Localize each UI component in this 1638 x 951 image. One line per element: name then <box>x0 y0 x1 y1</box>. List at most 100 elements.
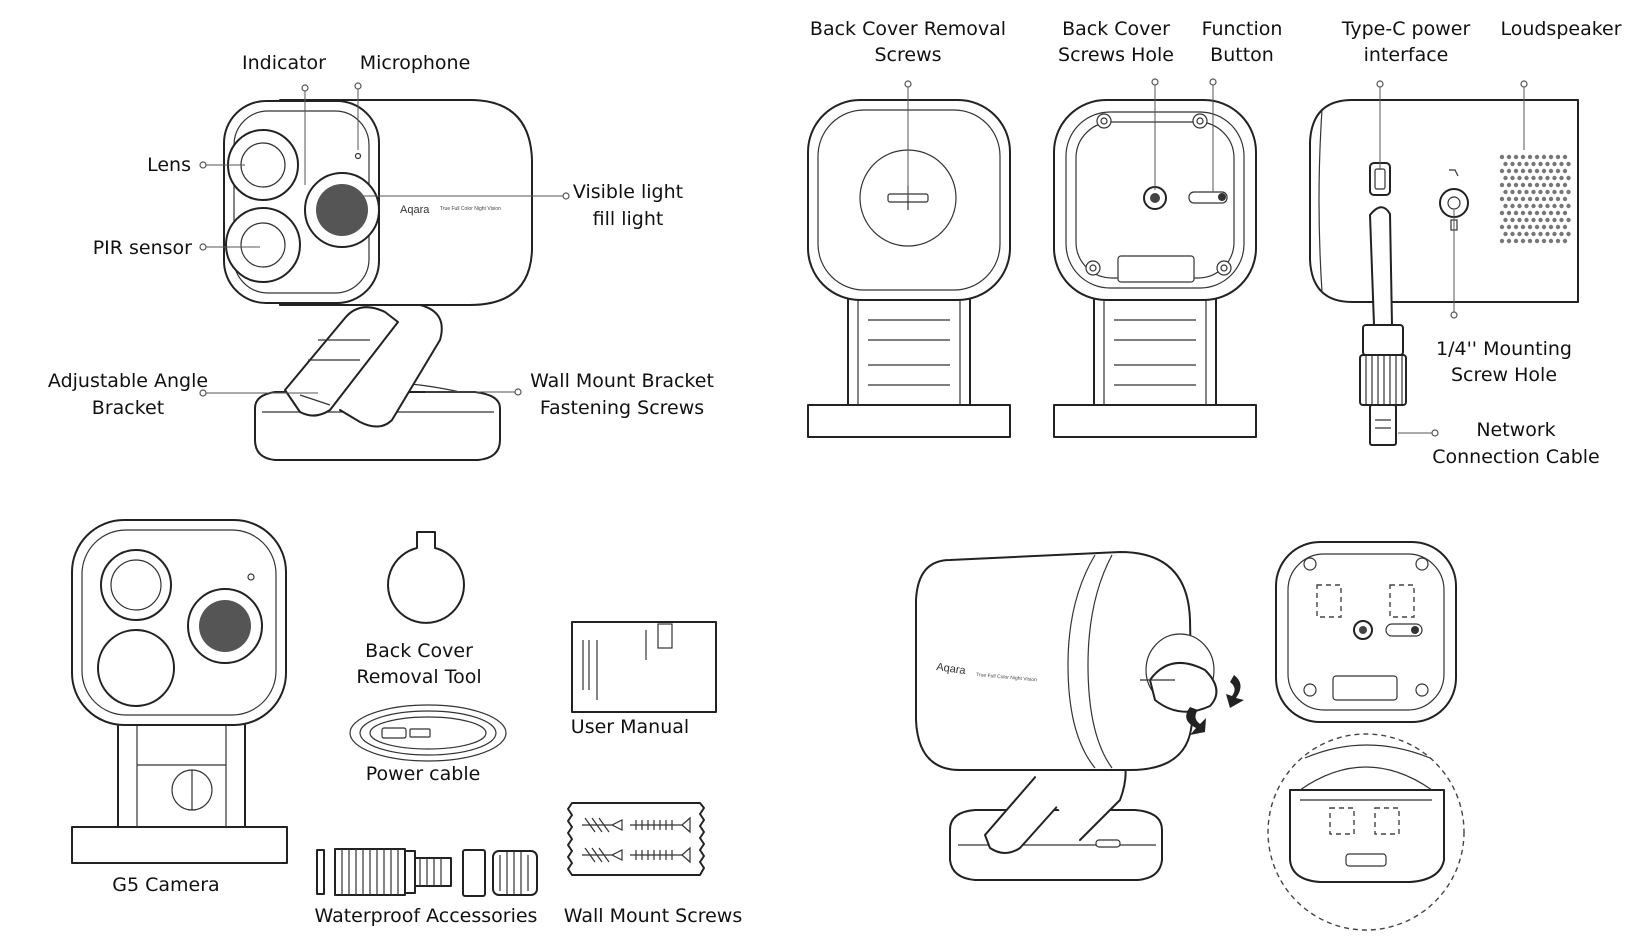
label-back-cover-tool-1: Back Cover <box>365 640 473 662</box>
speaker-hole <box>1552 217 1557 223</box>
speaker-hole <box>1548 210 1554 216</box>
speaker-hole <box>1499 238 1505 244</box>
speaker-hole <box>1538 161 1543 167</box>
speaker-hole <box>1541 210 1547 216</box>
back-view-closed-illustration <box>807 99 1011 438</box>
speaker-hole <box>1541 224 1547 230</box>
speaker-hole <box>1499 168 1505 174</box>
speaker-hole <box>1520 224 1526 230</box>
speaker-hole <box>1524 217 1529 223</box>
label-typec-2: interface <box>1364 44 1449 66</box>
speaker-hole <box>1524 231 1529 237</box>
speaker-hole <box>1513 210 1519 216</box>
label-lens: Lens <box>147 154 191 176</box>
label-function-2: Button <box>1210 44 1274 66</box>
speaker-hole <box>1510 231 1515 237</box>
speaker-hole <box>1513 238 1519 244</box>
speaker-hole <box>1506 154 1512 160</box>
speaker-hole <box>1562 210 1568 216</box>
removal-camera-illustration <box>915 551 1218 881</box>
speaker-hole <box>1548 196 1554 202</box>
speaker-hole <box>1555 224 1561 230</box>
speaker-hole <box>1499 182 1505 188</box>
removal-back-detail-illustration <box>1275 541 1457 723</box>
label-network-2: Connection Cable <box>1432 446 1599 468</box>
speaker-hole <box>1527 154 1533 160</box>
label-wall-screws: Wall Mount Screws <box>564 905 742 927</box>
label-back-cover-hole-2: Screws Hole <box>1058 44 1174 66</box>
removal-brand-logo: Aqara <box>936 661 968 677</box>
g5-camera-illustration <box>71 519 288 864</box>
speaker-hole <box>1499 154 1505 160</box>
label-power-cable: Power cable <box>366 763 481 785</box>
speaker-hole <box>1534 168 1540 174</box>
speaker-hole <box>1517 175 1522 181</box>
power-cable-illustration <box>349 704 507 762</box>
speaker-hole <box>1548 224 1554 230</box>
back-views-panel: Back Cover Removal Screws Back Cover Scr… <box>807 18 1622 468</box>
speaker-hole <box>1510 203 1515 209</box>
speaker-hole <box>1520 154 1526 160</box>
speaker-hole <box>1513 224 1519 230</box>
label-indicator: Indicator <box>242 52 326 74</box>
speaker-hole <box>1513 168 1519 174</box>
speaker-hole <box>1555 196 1561 202</box>
speaker-hole <box>1506 210 1512 216</box>
label-microphone: Microphone <box>360 52 471 74</box>
speaker-hole <box>1506 238 1512 244</box>
speaker-hole <box>1545 217 1550 223</box>
speaker-hole <box>1520 238 1526 244</box>
speaker-hole <box>1520 196 1526 202</box>
speaker-hole <box>1562 154 1568 160</box>
speaker-hole <box>1541 154 1547 160</box>
label-back-cover-tool-2: Removal Tool <box>356 666 481 688</box>
speaker-hole <box>1510 189 1515 195</box>
rotate-arrows-icon <box>1186 675 1244 735</box>
speaker-hole <box>1562 182 1568 188</box>
speaker-hole <box>1527 182 1533 188</box>
wall-mount-screws-illustration <box>567 802 705 876</box>
front-view-panel: Aqara True Full Color Night Vision Indic… <box>48 52 714 461</box>
brand-tagline: True Full Color Night Vision <box>440 206 501 212</box>
speaker-hole <box>1552 175 1557 181</box>
speaker-hole <box>1524 203 1529 209</box>
back-cover-removal-panel: Aqara True Full Color Night Vision <box>915 541 1465 931</box>
speaker-hole <box>1566 189 1571 195</box>
speaker-hole <box>1566 217 1571 223</box>
package-contents-panel: Back Cover Removal Tool User Manual Powe… <box>71 519 742 927</box>
speaker-hole <box>1503 231 1508 237</box>
label-waterproof: Waterproof Accessories <box>315 905 538 927</box>
label-back-cover-removal-2: Screws <box>874 44 941 66</box>
speaker-grille-illustration <box>1499 154 1571 244</box>
speaker-hole <box>1552 231 1557 237</box>
speaker-hole <box>1520 168 1526 174</box>
speaker-hole <box>1538 217 1543 223</box>
speaker-hole <box>1555 238 1561 244</box>
side-view-illustration <box>1309 99 1579 446</box>
label-visible-light-2: fill light <box>593 208 664 230</box>
speaker-hole <box>1541 196 1547 202</box>
speaker-hole <box>1506 224 1512 230</box>
speaker-hole <box>1499 224 1505 230</box>
speaker-hole <box>1531 161 1536 167</box>
label-pir-sensor: PIR sensor <box>93 237 192 259</box>
speaker-hole <box>1531 189 1536 195</box>
speaker-hole <box>1545 161 1550 167</box>
speaker-hole <box>1541 182 1547 188</box>
label-wall-mount-1: Wall Mount Bracket <box>530 370 714 392</box>
back-view-open-illustration <box>1053 99 1257 438</box>
speaker-hole <box>1510 161 1515 167</box>
speaker-hole <box>1503 217 1508 223</box>
speaker-hole <box>1517 217 1522 223</box>
speaker-hole <box>1538 203 1543 209</box>
speaker-hole <box>1503 189 1508 195</box>
speaker-hole <box>1527 168 1533 174</box>
speaker-hole <box>1520 182 1526 188</box>
speaker-hole <box>1559 203 1564 209</box>
speaker-hole <box>1527 196 1533 202</box>
speaker-hole <box>1513 182 1519 188</box>
speaker-hole <box>1513 196 1519 202</box>
back-cover-tool-illustration <box>387 531 465 624</box>
speaker-hole <box>1503 161 1508 167</box>
speaker-hole <box>1552 161 1557 167</box>
